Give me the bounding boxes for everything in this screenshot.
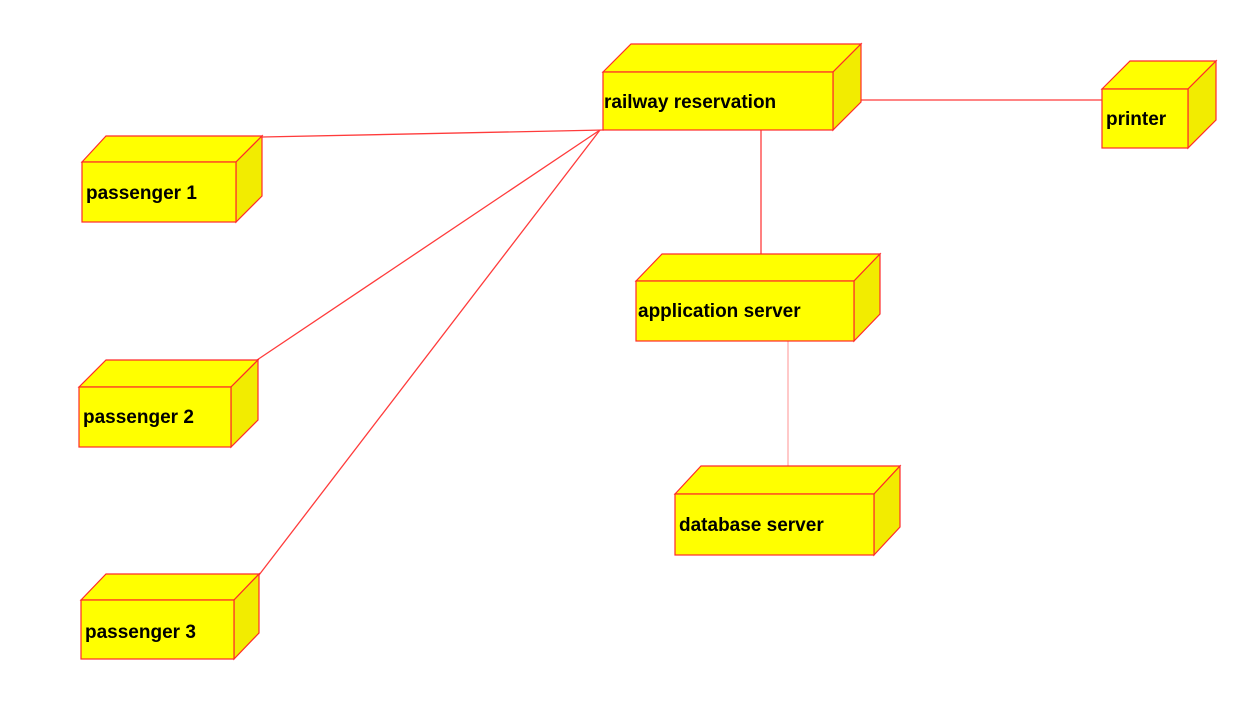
node-passenger-1-label: passenger 1	[86, 183, 197, 204]
node-printer-label: printer	[1106, 109, 1167, 130]
node-application-server[interactable]: application server	[634, 252, 882, 343]
node-passenger-3[interactable]: passenger 3	[79, 572, 261, 661]
link-railway-reservation-passenger-2	[256, 129, 601, 361]
link-railway-reservation-passenger-3	[258, 129, 601, 576]
node-passenger-2[interactable]: passenger 2	[77, 358, 260, 449]
node-printer[interactable]: printer	[1100, 59, 1218, 150]
node-railway-reservation[interactable]: railway reservation	[601, 42, 863, 132]
node-passenger-2-label: passenger 2	[83, 407, 194, 428]
links	[256, 99, 1102, 576]
node-application-server-label: application server	[638, 301, 801, 322]
node-passenger-1[interactable]: passenger 1	[80, 134, 264, 224]
link-railway-reservation-passenger-1	[261, 129, 605, 138]
node-database-server[interactable]: database server	[673, 464, 902, 557]
node-passenger-3-label: passenger 3	[85, 622, 196, 643]
node-railway-reservation-label: railway reservation	[604, 92, 776, 113]
node-database-server-label: database server	[679, 515, 824, 536]
